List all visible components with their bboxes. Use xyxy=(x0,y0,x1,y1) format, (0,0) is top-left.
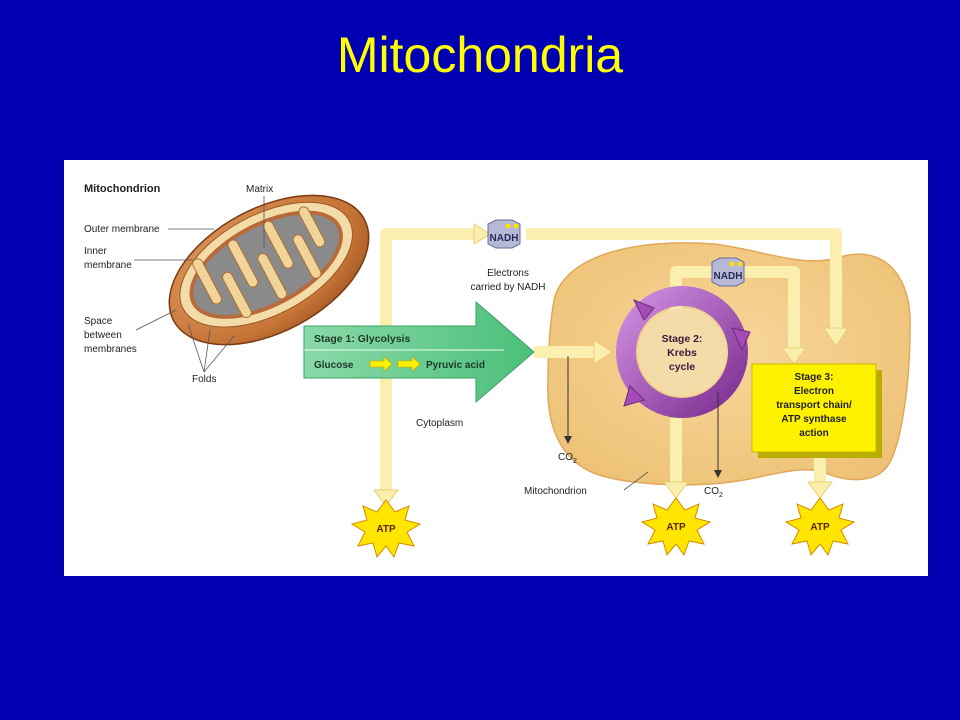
leader-space xyxy=(135,309,177,331)
stage3-line-2: Electron xyxy=(794,386,834,397)
stage2-line-2: Krebs xyxy=(667,347,697,359)
atp-label-3: ATP xyxy=(810,522,830,533)
co2-label-2: CO2 xyxy=(704,486,723,499)
mitochondrion-label: Mitochondrion xyxy=(524,486,587,497)
nadh-badge-1: NADH xyxy=(487,219,521,249)
label-folds: Folds xyxy=(192,374,216,385)
slide-title: Mitochondria xyxy=(336,27,624,83)
stage3-line-5: action xyxy=(799,428,828,439)
arrow-heads xyxy=(373,223,849,507)
nadh-label-2: NADH xyxy=(714,271,743,282)
cellular-respiration-diagram: Mitochondrion Matrix Outer membrane Inne… xyxy=(84,183,911,559)
leader-mitochondrion xyxy=(623,471,649,491)
atp-star-3: ATP xyxy=(784,497,856,557)
stage2-line-1: Stage 2: xyxy=(662,333,703,345)
atp-star-2: ATP xyxy=(640,497,712,557)
atp-star-1: ATP xyxy=(350,499,422,559)
electrons-label-2: carried by NADH xyxy=(470,282,545,293)
pyruvic-label: Pyruvic acid xyxy=(426,360,485,371)
label-outer-membrane: Outer membrane xyxy=(84,224,160,235)
stage3-line-1: Stage 3: xyxy=(795,372,834,383)
stage1-glycolysis-arrow: Stage 1: Glycolysis Glucose Pyruvic acid xyxy=(303,300,535,404)
electrons-label-1: Electrons xyxy=(487,268,529,279)
nadh-label-1: NADH xyxy=(490,233,519,244)
stage3-box: Stage 3: Electron transport chain/ ATP s… xyxy=(751,363,882,458)
label-inner-membrane-2: membrane xyxy=(84,260,132,271)
label-space-1: Space xyxy=(84,316,113,327)
nadh-badge-2: NADH xyxy=(711,257,745,287)
label-matrix: Matrix xyxy=(246,184,273,195)
stage3-line-4: ATP synthase xyxy=(781,414,847,425)
mitochondrion-illustration xyxy=(168,194,370,346)
glucose-label: Glucose xyxy=(314,360,354,371)
stage3-line-3: transport chain/ xyxy=(776,400,852,411)
mitochondrion-heading: Mitochondrion xyxy=(84,183,161,195)
glucose-to-pyruvic-arrows xyxy=(369,356,421,372)
stage2-line-3: cycle xyxy=(669,361,695,373)
diagram-panel: Mitochondrion Matrix Outer membrane Inne… xyxy=(64,160,928,576)
co2-label-1: CO2 xyxy=(558,452,577,465)
krebs-cycle-ring: Stage 2: Krebs cycle xyxy=(616,286,751,418)
stage1-title: Stage 1: Glycolysis xyxy=(314,333,410,345)
atp-label-2: ATP xyxy=(666,522,686,533)
label-space-3: membranes xyxy=(84,344,137,355)
label-inner-membrane-1: Inner xyxy=(84,246,107,257)
label-space-2: between xyxy=(84,330,122,341)
cytoplasm-label: Cytoplasm xyxy=(416,418,463,429)
atp-label-1: ATP xyxy=(376,524,396,535)
